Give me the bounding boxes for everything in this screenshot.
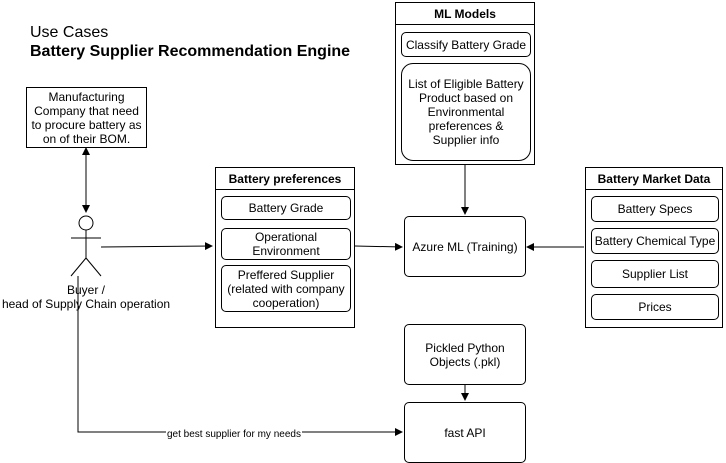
heading-line1: Use Cases: [30, 24, 109, 41]
actor-label-line2: head of Supply Chain operation: [1, 297, 171, 311]
ml-models-title: ML Models: [396, 3, 534, 25]
actor-label-line1: Buyer /: [66, 283, 105, 297]
market-data-panel: Battery Market Data Battery Specs Batter…: [585, 167, 723, 328]
heading-line2: Battery Supplier Recommendation Engine: [30, 43, 351, 60]
ml-item-eligible-products: List of Eligible Battery Product based o…: [401, 63, 531, 161]
actor-figure: [70, 215, 102, 277]
pickle-node: Pickled Python Objects (.pkl): [404, 324, 526, 385]
edge-label-get-best-supplier: get best supplier for my needs: [166, 429, 302, 441]
page-heading: Use Cases Battery Supplier Recommendatio…: [30, 23, 370, 61]
ml-models-panel: ML Models Classify Battery Grade List of…: [395, 2, 535, 165]
pref-item-operational-environment: Operational Environment: [221, 228, 351, 260]
manufacturer-text: Manufacturing Company that need to procu…: [31, 89, 142, 146]
pref-item-preferred-supplier: Preffered Supplier (related with company…: [221, 265, 351, 312]
azure-ml-node: Azure ML (Training): [404, 216, 526, 277]
edge-preferences-azure: [354, 242, 403, 251]
manufacturer-box: Manufacturing Company that need to procu…: [26, 87, 147, 148]
actor-label: Buyer / head of Supply Chain operation: [0, 283, 176, 311]
market-data-title: Battery Market Data: [586, 168, 722, 190]
battery-preferences-panel: Battery preferences Battery Grade Operat…: [215, 167, 355, 328]
edge-actor-preferences: [100, 242, 213, 251]
fastapi-node: fast API: [404, 402, 526, 463]
market-item-battery-specs: Battery Specs: [591, 196, 719, 222]
ml-item-classify-grade: Classify Battery Grade: [401, 32, 531, 57]
market-item-prices: Prices: [591, 294, 719, 320]
battery-preferences-title: Battery preferences: [216, 168, 354, 190]
pref-item-battery-grade: Battery Grade: [221, 196, 351, 220]
market-item-chemical-type: Battery Chemical Type: [591, 228, 719, 254]
market-item-supplier-list: Supplier List: [591, 260, 719, 288]
